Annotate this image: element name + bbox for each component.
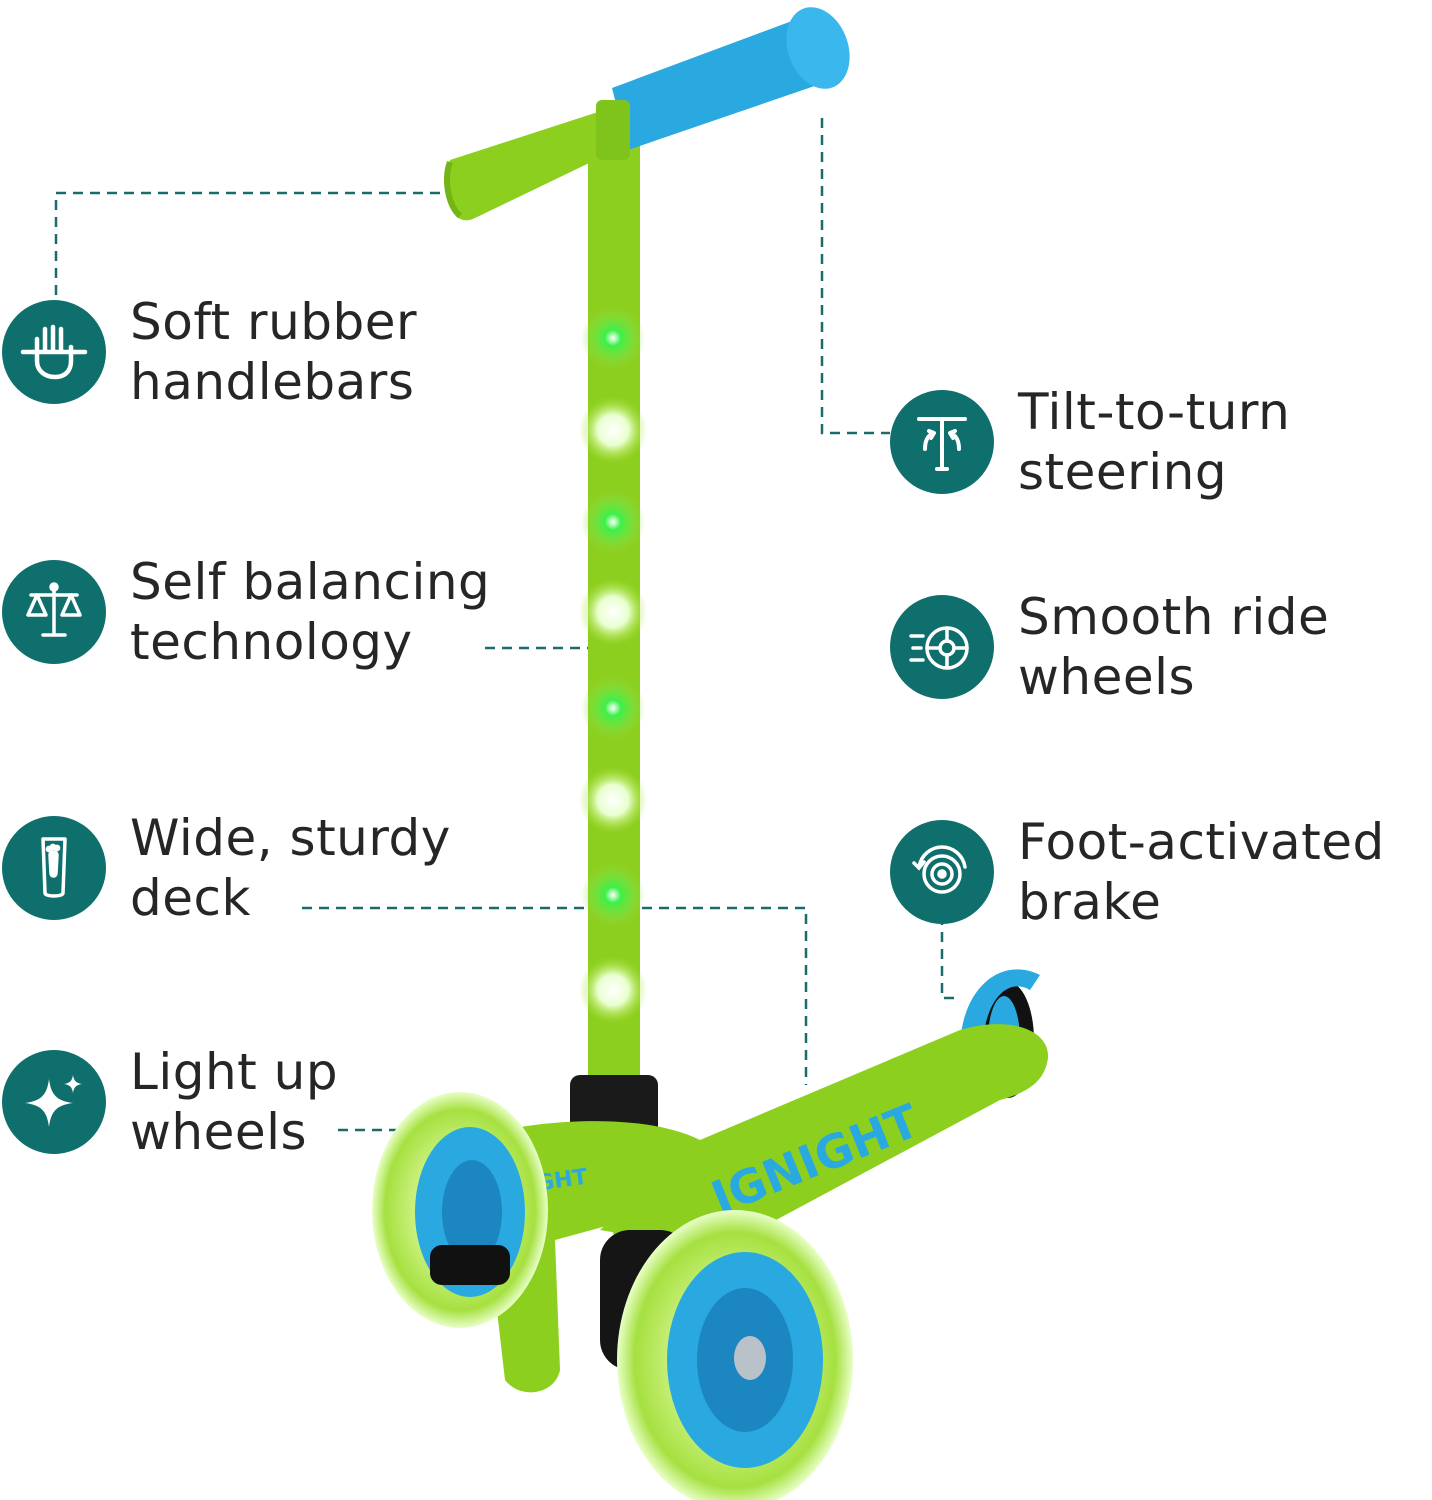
right-front-wheel <box>600 1210 853 1500</box>
handlebar-clamp <box>596 100 630 160</box>
feature-balance: Self balancing technology <box>2 552 490 672</box>
feature-steering: Tilt-to-turn steering <box>890 382 1290 502</box>
feature-line-2: steering <box>1018 443 1228 501</box>
feature-label: Wide, sturdy deck <box>130 808 451 928</box>
feature-wheels: Smooth ride wheels <box>890 587 1329 707</box>
handlebar-left <box>444 112 612 221</box>
feature-brake: Foot-activated brake <box>890 812 1385 932</box>
feature-label: Light up wheels <box>130 1042 338 1162</box>
feature-deck: Wide, sturdy deck <box>2 808 451 928</box>
feature-line-2: wheels <box>1018 648 1196 706</box>
scooter-deck <box>600 1024 1049 1250</box>
feature-line-1: Soft rubber <box>130 293 418 351</box>
feature-line-1: Smooth ride <box>1018 588 1330 646</box>
feature-label: Smooth ride wheels <box>1018 587 1329 707</box>
feature-line-1: Self balancing <box>130 553 491 611</box>
feature-line-1: Foot-activated <box>1018 813 1385 871</box>
leader-steering <box>820 118 890 435</box>
tilt-steering-icon <box>890 390 994 494</box>
balance-scale-icon <box>2 560 106 664</box>
left-axle <box>430 1245 510 1285</box>
feature-line-2: technology <box>130 613 413 671</box>
feature-line-2: brake <box>1018 873 1162 931</box>
feature-line-2: handlebars <box>130 353 415 411</box>
sparkle-icon <box>2 1050 106 1154</box>
leader-deck <box>302 906 808 1085</box>
footprint-deck-icon <box>2 816 106 920</box>
feature-label: Tilt-to-turn steering <box>1018 382 1290 502</box>
feature-line-1: Tilt-to-turn <box>1018 383 1291 441</box>
speed-wheel-icon <box>890 595 994 699</box>
feature-line-2: wheels <box>130 1103 308 1161</box>
handlebar-right <box>612 7 850 151</box>
left-front-wheel <box>372 1092 548 1328</box>
feature-label: Foot-activated brake <box>1018 812 1385 932</box>
feature-handlebars: Soft rubber handlebars <box>2 292 417 412</box>
hand-grip-icon <box>2 300 106 404</box>
leader-brake <box>940 915 958 1000</box>
stem-leds <box>579 306 647 1024</box>
feature-line-1: Light up <box>130 1043 339 1101</box>
leader-handlebars <box>54 191 445 295</box>
feature-label: Self balancing technology <box>130 552 490 672</box>
feature-light: Light up wheels <box>2 1042 338 1162</box>
brake-disc-icon <box>890 820 994 924</box>
feature-line-2: deck <box>130 869 251 927</box>
feature-line-1: Wide, sturdy <box>130 809 451 867</box>
feature-label: Soft rubber handlebars <box>130 292 417 412</box>
